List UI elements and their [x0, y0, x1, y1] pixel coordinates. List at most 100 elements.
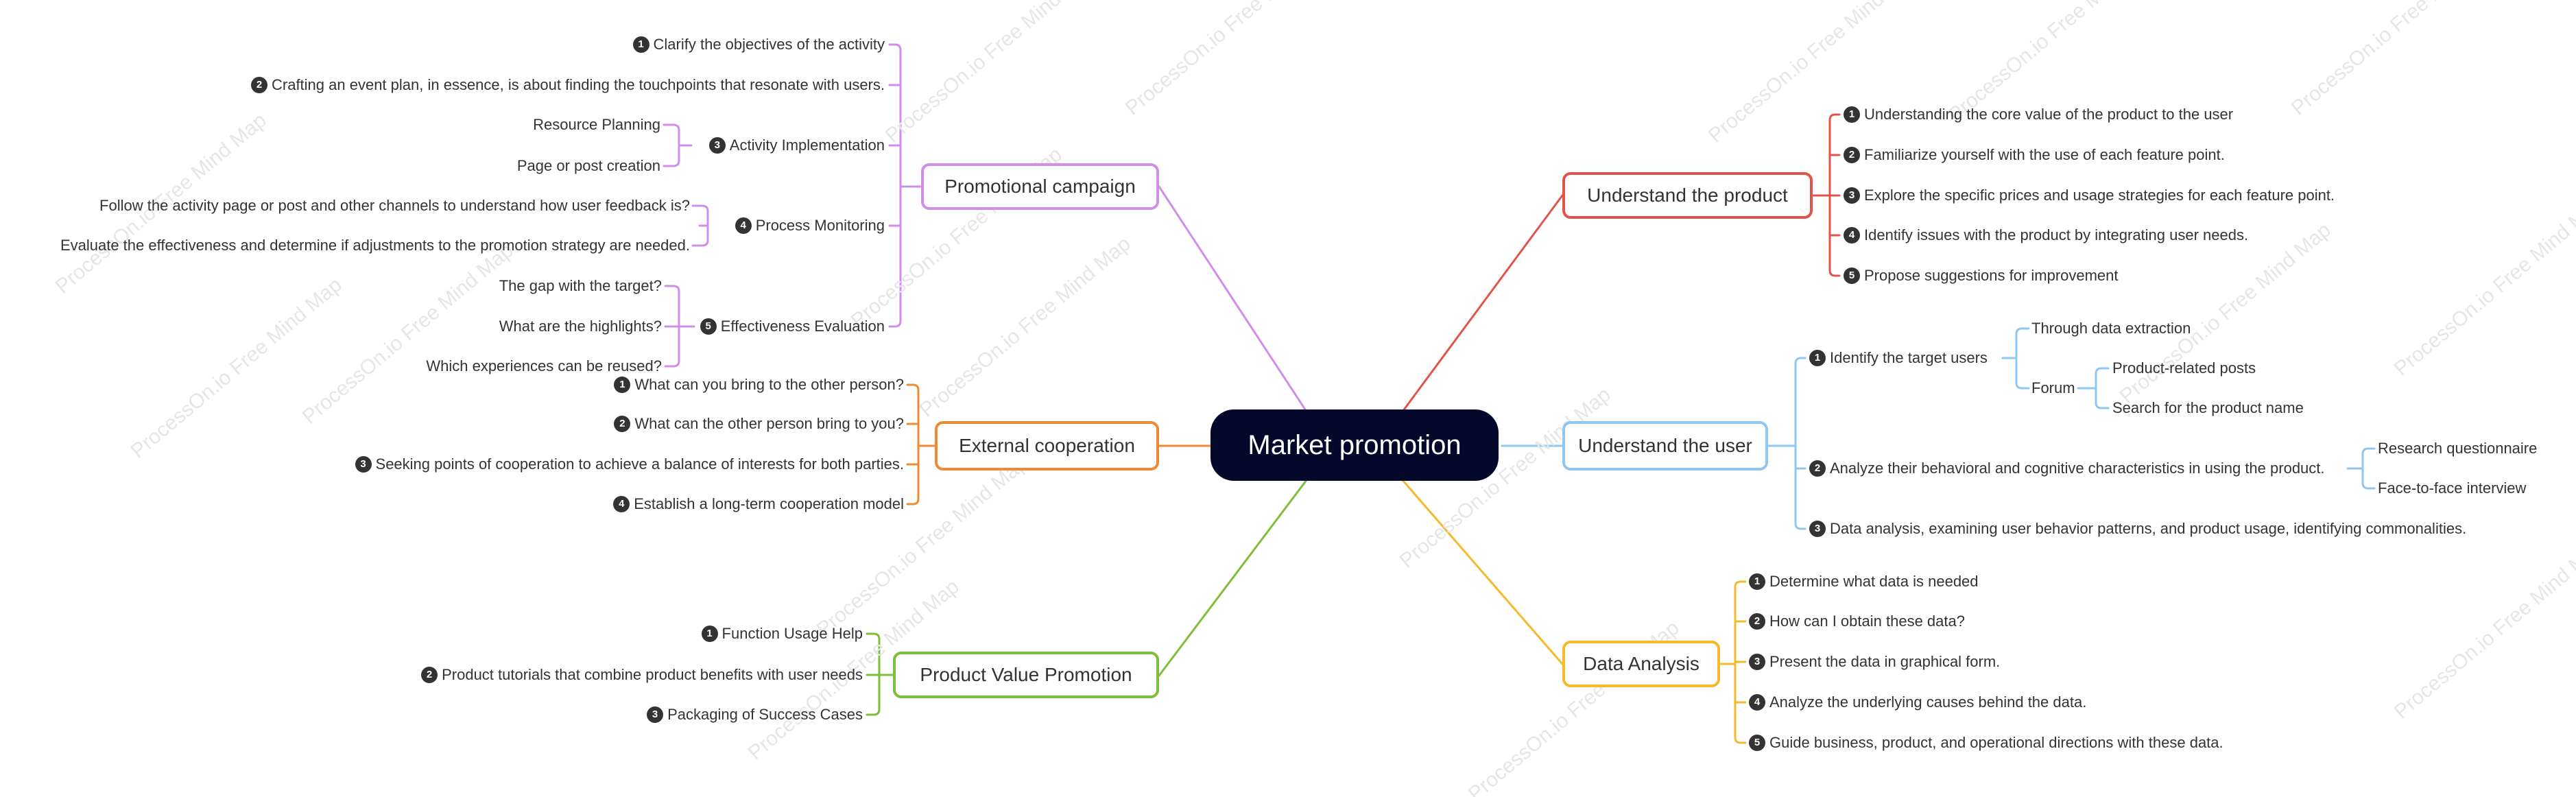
external-bracket-spine	[906, 383, 920, 505]
topic-external-cooperation[interactable]: External cooperation	[935, 421, 1159, 471]
node-label: Identify the target users	[1830, 349, 1988, 366]
promo-item-2[interactable]: 2 Crafting an event plan, in essence, is …	[251, 75, 885, 95]
node-label: Data analysis, examining user behavior p…	[1830, 520, 2467, 537]
promo-c4-a[interactable]: Follow the activity page or post and oth…	[99, 195, 690, 216]
promo-c4-b[interactable]: Evaluate the effectiveness and determine…	[60, 235, 690, 256]
understand-user-forum-a[interactable]: Product-related posts	[2112, 358, 2256, 379]
node-label: Explore the specific prices and usage st…	[1864, 187, 2335, 204]
number-badge: 1	[1809, 350, 1826, 366]
node-label: Crafting an event plan, in essence, is a…	[272, 76, 885, 93]
promo-bracket-spine	[888, 43, 902, 328]
promo-c5-b[interactable]: What are the highlights?	[499, 316, 662, 337]
node-label: Present the data in graphical form.	[1769, 653, 2001, 670]
node-label: Process Monitoring	[755, 217, 885, 234]
node-label: What can you bring to the other person?	[634, 376, 904, 393]
node-label: Product Value Promotion	[920, 664, 1132, 685]
node-label: Analyze the underlying causes behind the…	[1769, 693, 2087, 711]
number-badge: 3	[708, 137, 726, 154]
number-badge: 5	[1844, 267, 1860, 284]
node-label: Activity Implementation	[729, 136, 885, 154]
node-label: Guide business, product, and operational…	[1769, 734, 2223, 751]
topic-promotional-campaign[interactable]: Promotional campaign	[921, 163, 1159, 210]
node-label: Product-related posts	[2112, 359, 2256, 377]
node-label: Search for the product name	[2112, 399, 2304, 416]
node-label: Evaluate the effectiveness and determine…	[60, 237, 690, 254]
node-label: Face-to-face interview	[2378, 479, 2527, 497]
number-badge: 3	[1844, 187, 1860, 204]
understand-user-c1-a[interactable]: Through data extraction	[2031, 318, 2191, 339]
promo-c3-b[interactable]: Page or post creation	[517, 156, 660, 176]
node-label: Which experiences can be reused?	[426, 357, 662, 374]
number-badge: 4	[1749, 694, 1765, 711]
promo-c5-a[interactable]: The gap with the target?	[499, 276, 662, 296]
node-label: Promotional campaign	[944, 176, 1136, 197]
topic-understand-the-user[interactable]: Understand the user	[1562, 421, 1768, 471]
number-badge: 2	[1844, 147, 1860, 163]
number-badge: 4	[613, 496, 630, 512]
link-promotional	[1158, 185, 1308, 413]
data-analysis-bracket-spine	[1734, 580, 1747, 744]
link-understand-product	[1401, 194, 1564, 413]
topic-product-value-promotion[interactable]: Product Value Promotion	[893, 652, 1159, 698]
number-badge: 5	[700, 318, 717, 335]
link-product-value	[1158, 479, 1308, 677]
number-badge: 2	[614, 416, 631, 432]
understand-user-forum-b[interactable]: Search for the product name	[2112, 398, 2304, 418]
understand-product-bracket-spine	[1828, 113, 1841, 277]
node-label: Page or post creation	[516, 157, 660, 174]
link-data-analysis	[1401, 479, 1564, 665]
product-value-bracket-spine	[866, 632, 881, 716]
topic-understand-the-product[interactable]: Understand the product	[1562, 172, 1813, 219]
number-badge: 1	[632, 36, 649, 53]
node-label: External cooperation	[959, 435, 1135, 456]
node-label: Follow the activity page or post and oth…	[99, 197, 690, 214]
understand-user-c1-bracket-spine	[2015, 327, 2030, 390]
node-label: What can the other person bring to you?	[634, 415, 904, 432]
node-label: Through data extraction	[2031, 320, 2191, 337]
understand-user-c1-forum[interactable]: Forum	[2031, 378, 2075, 398]
understand-user-c2-b[interactable]: Face-to-face interview	[2378, 478, 2526, 499]
promo-c3-bracket-spine	[663, 123, 680, 167]
understand-user-c2-a[interactable]: Research questionnaire	[2378, 438, 2537, 459]
node-label: Determine what data is needed	[1769, 573, 1979, 590]
node-label: Understanding the core value of the prod…	[1864, 106, 2234, 123]
promo-c5-c[interactable]: Which experiences can be reused?	[426, 356, 662, 377]
node-label: Identify issues with the product by inte…	[1864, 226, 2249, 243]
topic-data-analysis[interactable]: Data Analysis	[1562, 641, 1720, 687]
root-node-market-promotion[interactable]: Market promotion	[1211, 409, 1499, 481]
number-badge: 3	[1809, 521, 1826, 537]
node-label: Data Analysis	[1583, 653, 1700, 674]
number-badge: 2	[251, 77, 267, 93]
node-label: Understand the product	[1587, 185, 1788, 206]
number-badge: 1	[614, 377, 631, 393]
node-label: What are the highlights?	[499, 318, 662, 335]
number-badge: 1	[701, 626, 718, 642]
promo-c3-a[interactable]: Resource Planning	[533, 115, 660, 135]
